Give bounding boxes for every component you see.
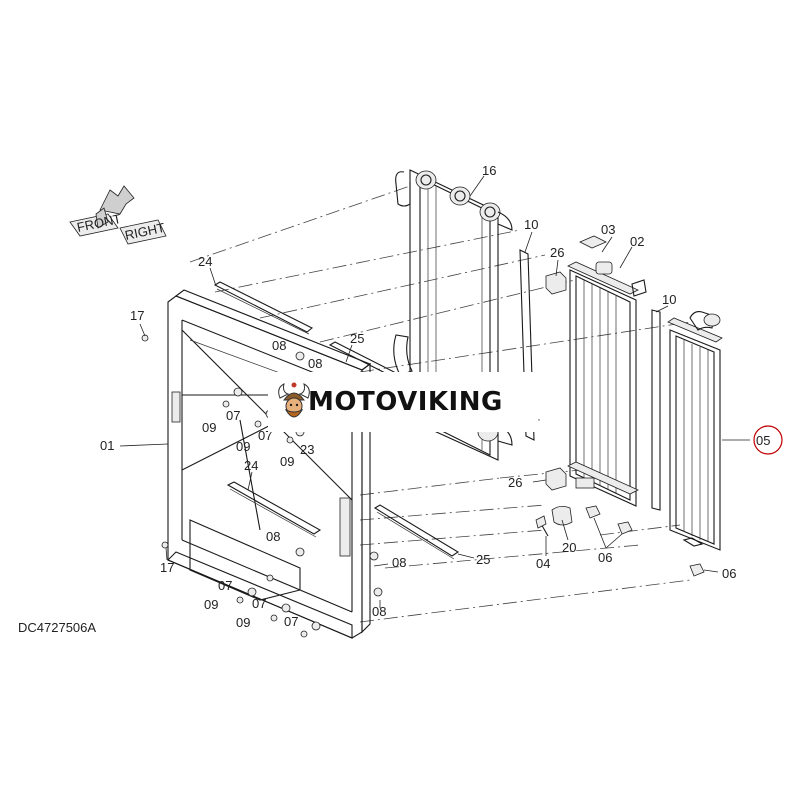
callout-08-d: 08 xyxy=(392,555,406,570)
callout-17-lower: 17 xyxy=(160,560,174,575)
callout-06-a: 06 xyxy=(598,550,612,565)
callout-26-lower: 26 xyxy=(508,475,522,490)
seal-strip-lower xyxy=(226,481,322,538)
nut-group xyxy=(585,505,705,577)
rubber-strip-lower xyxy=(373,504,460,560)
leader-lines xyxy=(119,175,750,608)
callout-04: 04 xyxy=(536,556,550,571)
callout-17-upper: 17 xyxy=(130,308,144,323)
callout-24-upper: 24 xyxy=(198,254,212,269)
intercooler xyxy=(667,311,723,551)
callout-09-a: 09 xyxy=(202,420,216,435)
callout-01: 01 xyxy=(100,438,114,453)
callout-08-c: 08 xyxy=(266,529,280,544)
document-code: DC4727506A xyxy=(18,620,97,635)
callout-25-upper: 25 xyxy=(350,331,364,346)
callout-09-c: 09 xyxy=(280,454,294,469)
callout-05: 05 xyxy=(756,433,770,448)
callout-20: 20 xyxy=(562,540,576,555)
callout-08-e: 08 xyxy=(372,604,386,619)
filler-cap xyxy=(579,235,607,249)
callout-labels: 16 10 10 03 02 26 26 24 24 17 17 25 25 0… xyxy=(100,163,770,630)
callout-09-b: 09 xyxy=(236,439,250,454)
oil-cooler-core xyxy=(567,261,647,507)
bolt xyxy=(535,515,549,537)
callout-07-a: 07 xyxy=(226,408,240,423)
callout-26-upper: 26 xyxy=(550,245,564,260)
watermark-text: MOTOVIKING xyxy=(308,387,503,417)
viking-logo-icon xyxy=(278,382,310,418)
callout-10-left: 10 xyxy=(524,217,538,232)
callout-09-e: 09 xyxy=(236,615,250,630)
callout-07-d: 07 xyxy=(252,596,266,611)
callout-06-b: 06 xyxy=(722,566,736,581)
side-seal-right xyxy=(651,309,661,511)
callout-10-right: 10 xyxy=(662,292,676,307)
callout-03: 03 xyxy=(601,222,615,237)
rubber-pad-lower xyxy=(545,467,567,491)
mounting-bracket xyxy=(551,506,573,526)
hardware-fasteners xyxy=(141,334,383,638)
highlight-ring-05 xyxy=(753,425,783,455)
orientation-badge: FRONT RIGHT xyxy=(69,185,167,245)
rubber-pad-upper xyxy=(545,271,567,295)
callout-16: 16 xyxy=(482,163,496,178)
callout-07-c: 07 xyxy=(218,578,232,593)
callout-09-d: 09 xyxy=(204,597,218,612)
callout-08-b: 08 xyxy=(308,356,322,371)
callout-23: 23 xyxy=(300,442,314,457)
callout-24-lower: 24 xyxy=(244,458,258,473)
seal-strip-upper xyxy=(213,281,314,335)
callout-25-lower: 25 xyxy=(476,552,490,567)
callout-07-e: 07 xyxy=(284,614,298,629)
callout-02: 02 xyxy=(630,234,644,249)
frame-assembly xyxy=(167,289,372,639)
watermark-banner: MOTOVIKING xyxy=(268,372,538,432)
callout-08-a: 08 xyxy=(272,338,286,353)
